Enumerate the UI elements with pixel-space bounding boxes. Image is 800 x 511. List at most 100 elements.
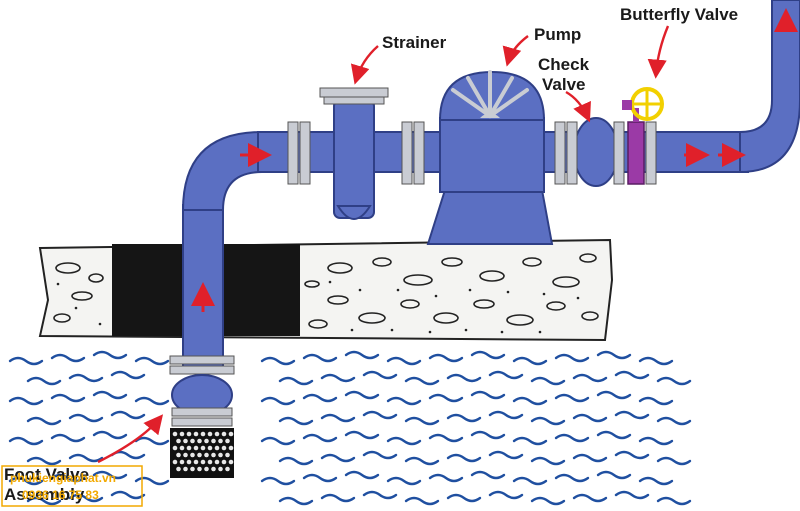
water-wave bbox=[68, 453, 104, 463]
water-wave bbox=[278, 496, 314, 506]
flow-arrows bbox=[191, 8, 798, 312]
water-wave bbox=[362, 410, 398, 420]
water-wave bbox=[512, 396, 548, 406]
screen-hole bbox=[225, 438, 230, 444]
water-wave bbox=[596, 470, 632, 480]
water-wave bbox=[320, 453, 356, 463]
water-wave bbox=[68, 373, 104, 383]
screen-hole bbox=[197, 438, 202, 444]
watermark: phukiengiaphat.vn 0936 16 75 83 bbox=[1, 465, 143, 507]
screen-hole bbox=[172, 431, 178, 437]
water-wave bbox=[572, 493, 608, 503]
water-wave bbox=[572, 373, 608, 383]
water-wave bbox=[386, 436, 422, 446]
screen-hole bbox=[204, 466, 209, 472]
strainer bbox=[319, 87, 389, 220]
pipe-flange bbox=[566, 121, 578, 185]
water-wave bbox=[554, 473, 590, 483]
water-wave bbox=[386, 396, 422, 406]
screen-hole bbox=[172, 445, 178, 451]
water-wave bbox=[554, 353, 590, 363]
water-wave bbox=[278, 456, 314, 466]
label-strainer: Strainer bbox=[382, 33, 447, 52]
water-wave bbox=[446, 453, 482, 463]
water-wave bbox=[260, 476, 296, 486]
water-wave bbox=[656, 416, 692, 426]
screen-hole bbox=[176, 452, 181, 458]
water-wave bbox=[446, 413, 482, 423]
water-wave bbox=[428, 433, 464, 443]
water-wave bbox=[530, 376, 566, 386]
label-foot-valve-2: Assembly bbox=[4, 485, 85, 504]
water-wave bbox=[488, 490, 524, 500]
water-wave bbox=[614, 410, 650, 420]
flanges bbox=[287, 121, 657, 185]
water-wave bbox=[656, 496, 692, 506]
water-wave bbox=[92, 470, 128, 480]
water-wave bbox=[638, 356, 674, 366]
water-wave bbox=[512, 436, 548, 446]
water-wave bbox=[572, 413, 608, 423]
screen-hole bbox=[221, 459, 227, 465]
screen-hole bbox=[186, 431, 192, 437]
water-wave bbox=[344, 430, 380, 440]
callout-pointers bbox=[97, 25, 670, 464]
water-wave bbox=[134, 396, 170, 406]
watermark-phone: 0936 16 75 83 bbox=[22, 488, 99, 502]
suction-elbow bbox=[181, 130, 263, 211]
screen-hole bbox=[183, 438, 188, 444]
water-wave bbox=[638, 396, 674, 406]
butterfly-valve bbox=[622, 87, 664, 185]
pipe-flange bbox=[299, 121, 311, 185]
label-foot-valve-1: Foot Valve bbox=[4, 465, 89, 484]
watermark-site: phukiengiaphat.vn bbox=[10, 471, 116, 485]
water-wave bbox=[344, 470, 380, 480]
screen-hole bbox=[214, 431, 220, 437]
screen-hole bbox=[179, 459, 185, 465]
pipe-flange bbox=[613, 121, 625, 185]
water-wave bbox=[554, 393, 590, 403]
screen-hole bbox=[204, 438, 209, 444]
water-wave bbox=[8, 436, 44, 446]
water-wave bbox=[110, 410, 146, 420]
screen-hole bbox=[218, 452, 223, 458]
screen-hole bbox=[200, 431, 206, 437]
water-wave bbox=[386, 476, 422, 486]
suction-pipe bbox=[182, 204, 224, 371]
screen-hole bbox=[225, 466, 230, 472]
water-wave bbox=[68, 413, 104, 423]
screen-hole bbox=[172, 459, 178, 465]
water-wave bbox=[344, 350, 380, 360]
water-wave bbox=[428, 353, 464, 363]
screen-hole bbox=[193, 445, 199, 451]
label-butterfly-valve: Butterfly Valve bbox=[620, 5, 738, 24]
water-wave bbox=[26, 416, 62, 426]
water-wave bbox=[50, 433, 86, 443]
water-wave bbox=[488, 450, 524, 460]
screen-hole bbox=[204, 452, 209, 458]
screen-hole bbox=[228, 459, 234, 465]
pipe-flange bbox=[401, 121, 413, 185]
water-wave bbox=[404, 496, 440, 506]
screen-hole bbox=[228, 445, 234, 451]
pipe-flange bbox=[413, 121, 425, 185]
pipe-flange bbox=[645, 121, 657, 185]
water-wave bbox=[68, 493, 104, 503]
water-wave bbox=[362, 490, 398, 500]
screen-hole bbox=[183, 452, 188, 458]
water-wave bbox=[320, 413, 356, 423]
pipe-flange bbox=[287, 121, 299, 185]
water-wave bbox=[488, 410, 524, 420]
water-wave bbox=[530, 496, 566, 506]
screen-hole bbox=[183, 466, 188, 472]
screen-hole bbox=[193, 431, 199, 437]
label-pump: Pump bbox=[534, 25, 581, 44]
screen-hole bbox=[179, 445, 185, 451]
water-wave bbox=[404, 456, 440, 466]
screen-hole bbox=[197, 466, 202, 472]
water-wave bbox=[470, 430, 506, 440]
water-wave bbox=[92, 350, 128, 360]
water-wave bbox=[26, 456, 62, 466]
